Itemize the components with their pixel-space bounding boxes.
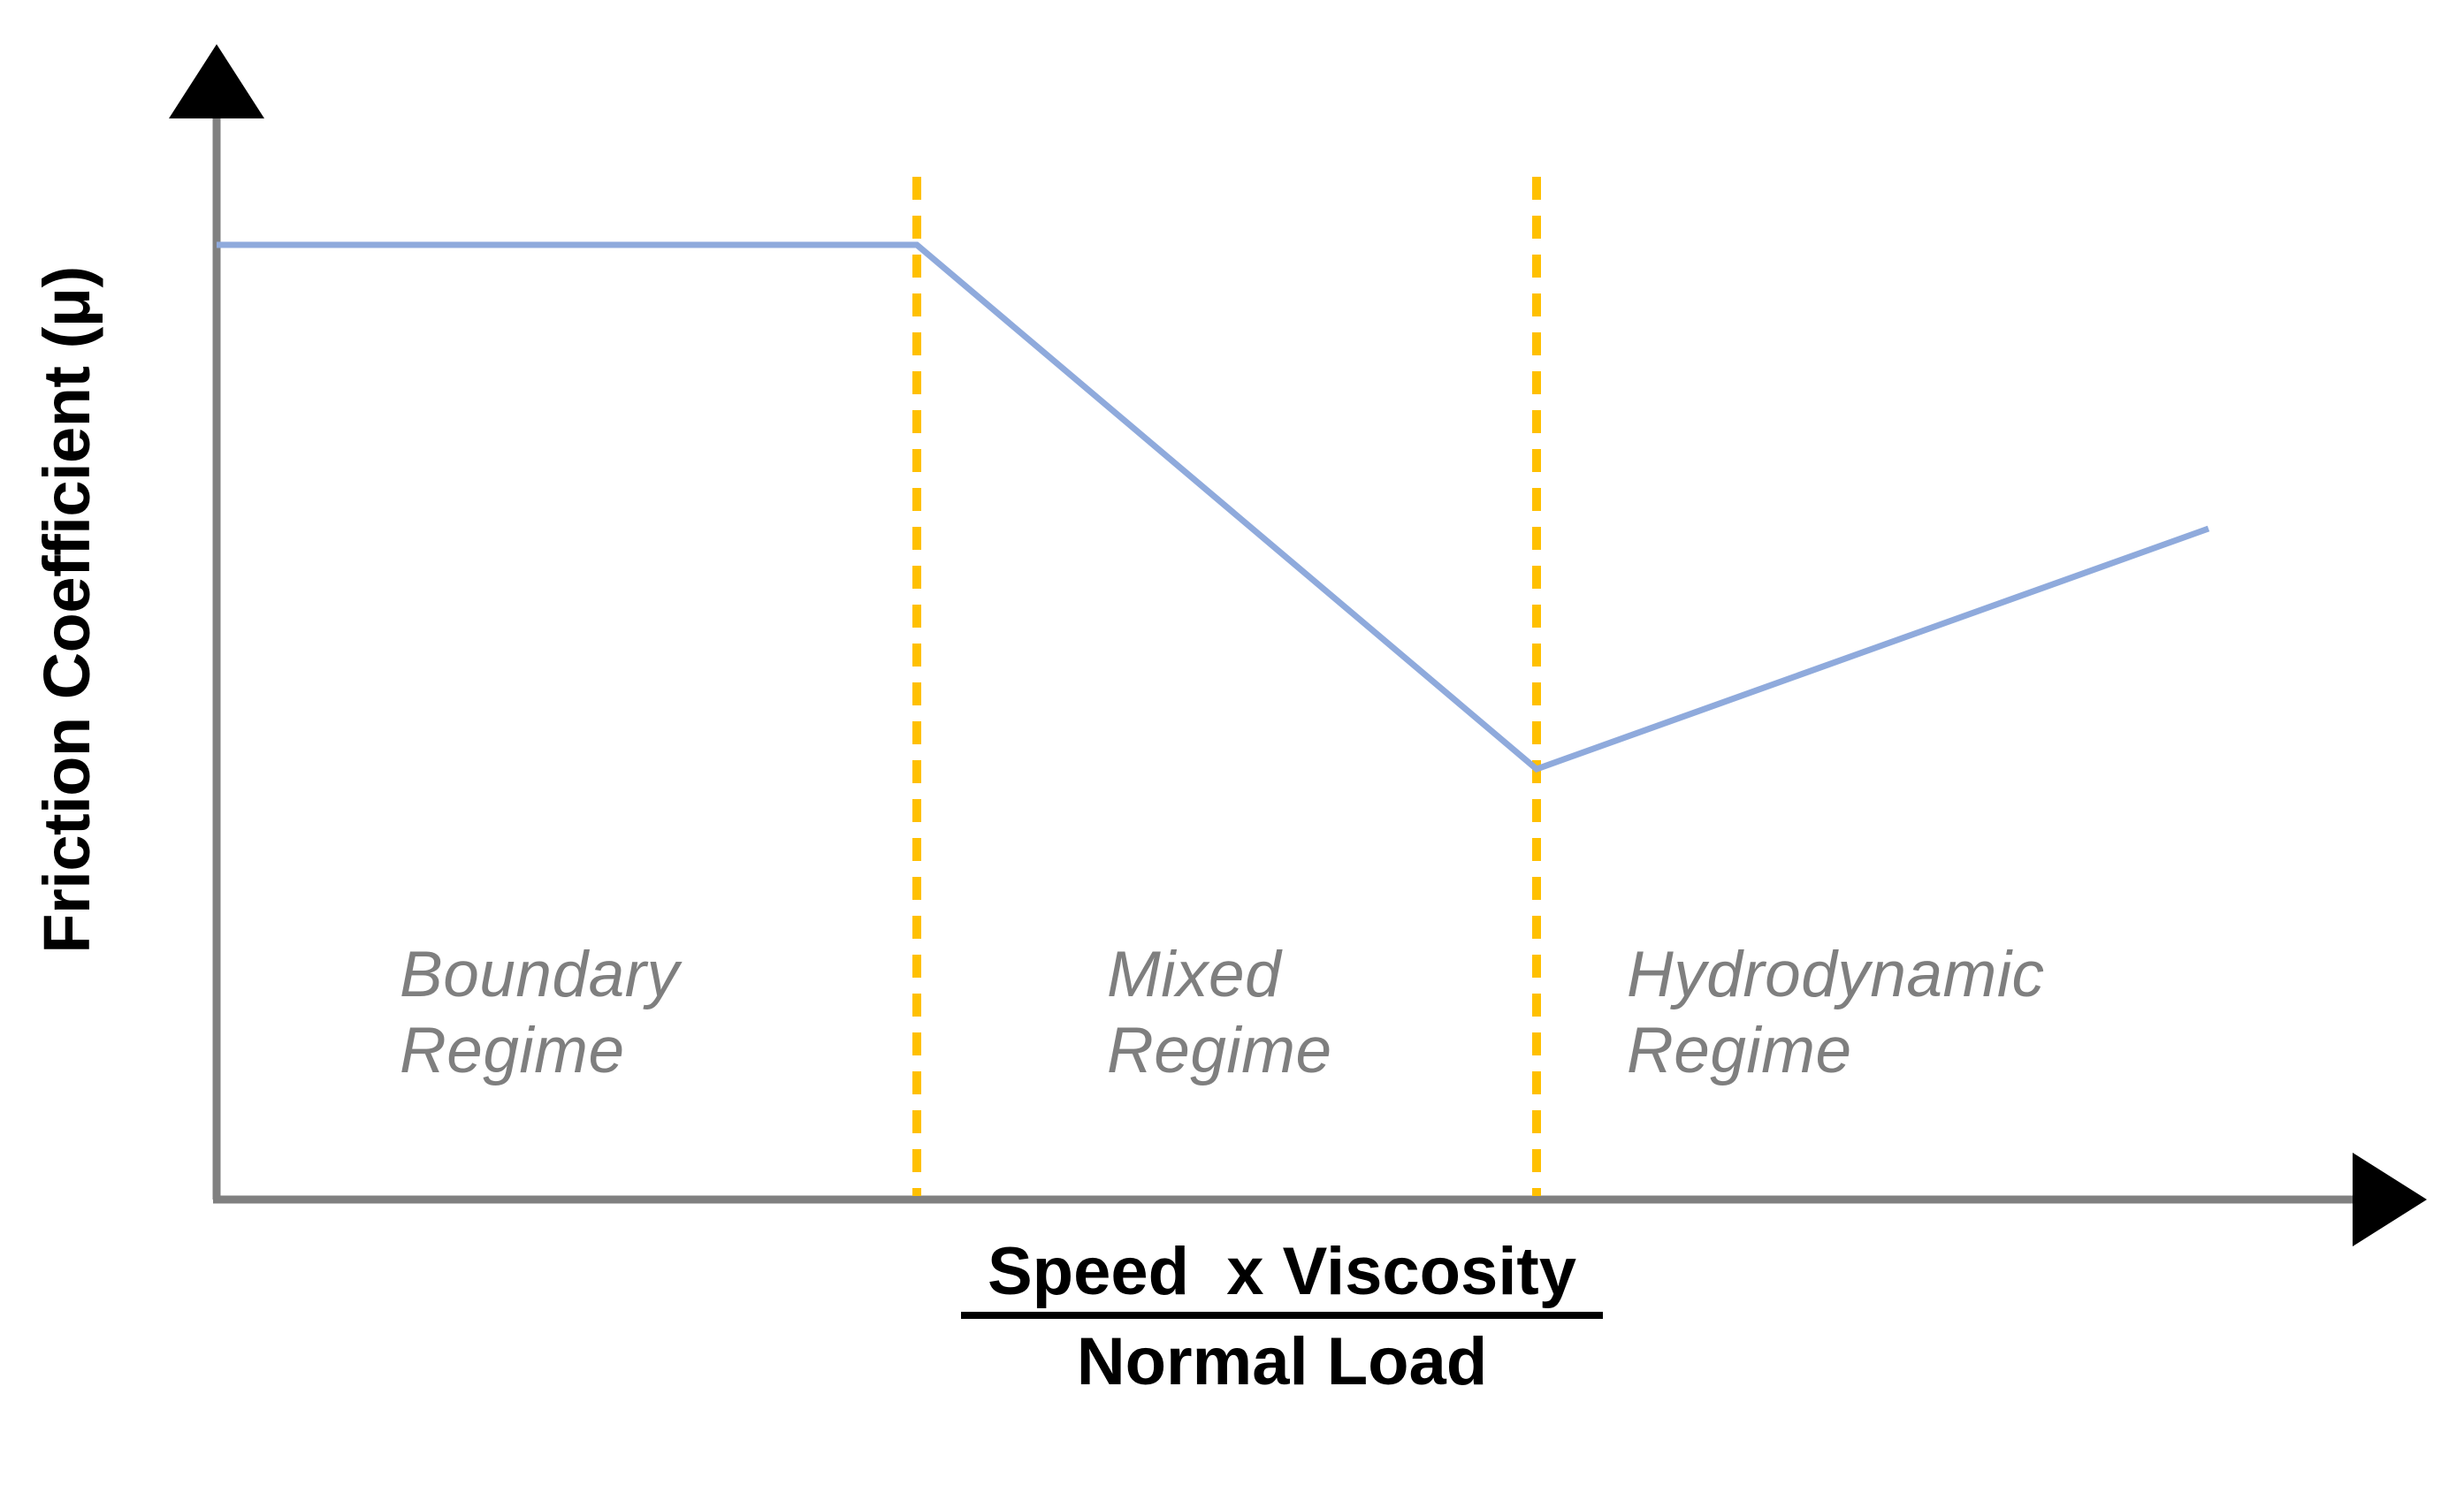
regime-label-boundary: Boundary Regime (400, 939, 680, 1087)
x-axis-arrowhead-icon (2353, 1153, 2427, 1246)
x-axis-fraction-bar (961, 1311, 1603, 1319)
x-axis-title: Speed x Viscosity Normal Load (849, 1238, 1715, 1396)
regime-label-mixed: Mixed Regime (1107, 939, 1332, 1087)
x-axis-title-numerator: Speed x Viscosity (987, 1234, 1577, 1309)
stribeck-curve-line (217, 241, 2210, 773)
y-axis-title: Friction Coefficient (μ) (29, 266, 103, 954)
x-axis-title-denominator: Normal Load (1076, 1323, 1488, 1399)
regime-label-hydrodynamic: Hydrodynamic Regime (1627, 939, 2045, 1087)
y-axis-arrowhead-icon (169, 44, 264, 118)
